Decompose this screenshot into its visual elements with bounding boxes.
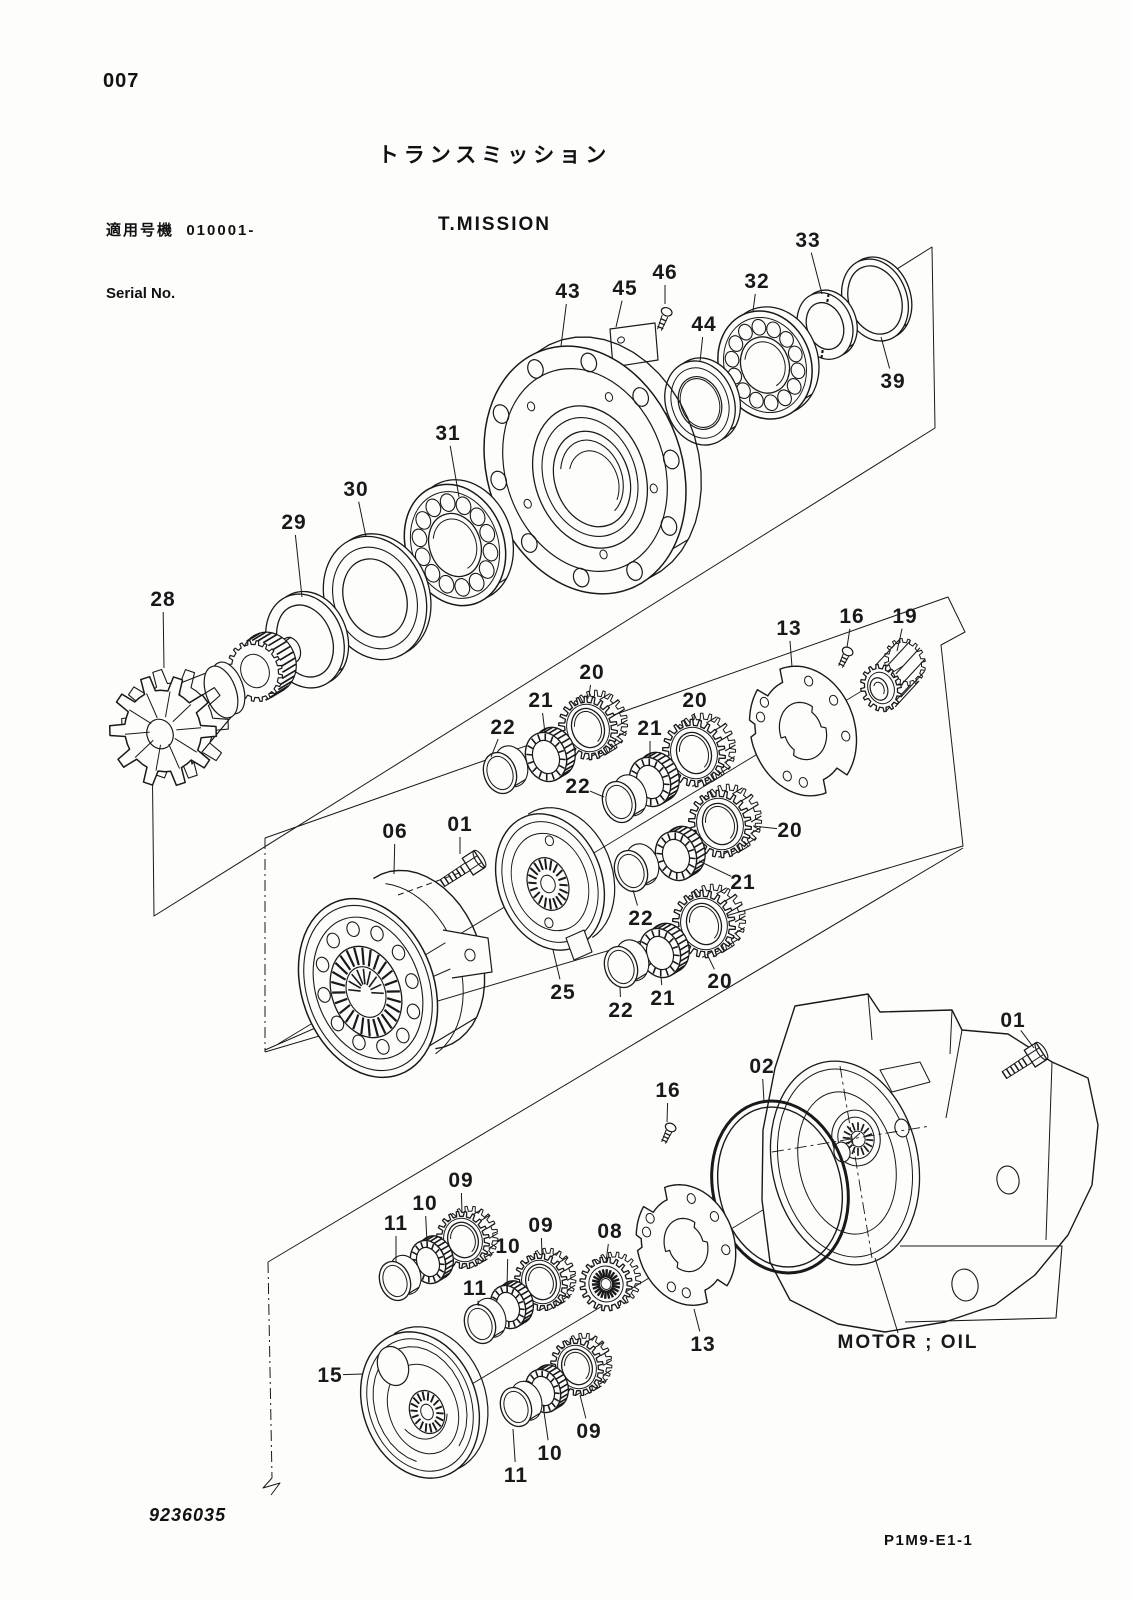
part-needle-21a bbox=[524, 726, 576, 783]
part-plate-13a bbox=[748, 665, 858, 797]
callout-20: 20 bbox=[682, 689, 707, 712]
motor-oil-label: MOTOR ; OIL bbox=[838, 1332, 979, 1353]
part-bushing-22a bbox=[482, 745, 529, 795]
callout-29: 29 bbox=[281, 511, 306, 534]
serial-applicable-label: 適用号機 010001- bbox=[106, 222, 256, 239]
callout-21: 21 bbox=[650, 987, 675, 1010]
callout-30: 30 bbox=[343, 478, 368, 501]
callout-22: 22 bbox=[490, 716, 515, 739]
part-coupling-06 bbox=[297, 869, 493, 1079]
part-bushing-11c bbox=[499, 1380, 543, 1428]
callout-32: 32 bbox=[744, 270, 769, 293]
callout-33: 33 bbox=[795, 229, 820, 252]
part-housing-43 bbox=[483, 336, 702, 595]
callout-22: 22 bbox=[565, 775, 590, 798]
serial-block: 適用号機 010001- Serial No. bbox=[106, 178, 255, 346]
part-gear-20c bbox=[687, 783, 763, 859]
part-bushing-22c bbox=[613, 843, 660, 893]
callout-13: 13 bbox=[776, 617, 801, 640]
callout-15: 15 bbox=[317, 1364, 342, 1387]
callout-20: 20 bbox=[707, 970, 732, 993]
callout-45: 45 bbox=[612, 277, 637, 300]
callout-22: 22 bbox=[628, 907, 653, 930]
callout-25: 25 bbox=[550, 981, 575, 1004]
part-bolt-46 bbox=[657, 306, 673, 331]
motor-oil-note: MOTOR ; OIL bbox=[838, 1257, 979, 1353]
part-bolt-01b bbox=[1001, 1041, 1049, 1080]
part-gear-20b bbox=[661, 712, 737, 788]
callout-20: 20 bbox=[777, 819, 802, 842]
part-bushing-22d bbox=[603, 939, 650, 989]
callouts: 28 29 30 31 43 45 46 44 32 33 39 06 01 22 21 20 21 20 22 25… bbox=[150, 229, 1035, 1487]
callout-39: 39 bbox=[880, 370, 905, 393]
part-needle-21d bbox=[638, 922, 690, 979]
callout-21: 21 bbox=[730, 871, 755, 894]
callout-11: 11 bbox=[384, 1212, 408, 1235]
page-title-english: T.MISSION bbox=[437, 214, 551, 235]
callout-21: 21 bbox=[528, 689, 553, 712]
callout-09: 09 bbox=[528, 1214, 553, 1237]
callout-09: 09 bbox=[448, 1169, 473, 1192]
callout-44: 44 bbox=[691, 313, 716, 336]
part-plate-13b bbox=[635, 1184, 737, 1306]
callout-09: 09 bbox=[576, 1420, 601, 1443]
callout-19: 19 bbox=[892, 605, 917, 628]
part-gear-08 bbox=[579, 1251, 642, 1312]
callout-08: 08 bbox=[597, 1220, 622, 1243]
callout-43: 43 bbox=[555, 280, 580, 303]
part-sun-gear-19 bbox=[860, 637, 926, 713]
callout-20: 20 bbox=[579, 661, 604, 684]
part-needle-10c bbox=[524, 1364, 570, 1414]
part-split-collar-33 bbox=[796, 289, 858, 360]
document-code: 9236035 bbox=[149, 1505, 227, 1525]
title-block: トランスミッション T.MISSION bbox=[342, 103, 647, 272]
part-bearing-31 bbox=[403, 479, 515, 607]
part-gear-20d bbox=[671, 883, 747, 959]
part-needle-21c bbox=[654, 825, 706, 882]
callout-01: 01 bbox=[447, 813, 472, 836]
callout-10: 10 bbox=[537, 1442, 562, 1465]
callout-16: 16 bbox=[655, 1079, 680, 1102]
page-number: 007 bbox=[103, 70, 140, 92]
callout-10: 10 bbox=[495, 1235, 520, 1258]
callout-28: 28 bbox=[150, 588, 175, 611]
part-plate-45 bbox=[609, 322, 659, 368]
part-retainer-39 bbox=[841, 256, 913, 342]
sheet-code: P1M9-E1-1 bbox=[884, 1532, 974, 1549]
callout-13: 13 bbox=[690, 1333, 715, 1356]
part-oil-motor bbox=[761, 993, 1099, 1333]
part-seal-44 bbox=[664, 357, 741, 446]
part-bushing-22b bbox=[601, 774, 648, 824]
callout-22: 22 bbox=[608, 999, 633, 1022]
callout-31: 31 bbox=[435, 422, 460, 445]
part-bolt-01a bbox=[439, 849, 487, 888]
callout-02: 02 bbox=[749, 1055, 774, 1078]
part-bushing-11b bbox=[463, 1297, 507, 1345]
callout-11: 11 bbox=[504, 1464, 528, 1487]
part-bearing-32 bbox=[717, 306, 820, 420]
callout-01: 01 bbox=[1000, 1009, 1025, 1032]
callout-10: 10 bbox=[412, 1192, 437, 1215]
serial-no-label: Serial No. bbox=[106, 285, 176, 302]
callout-16: 16 bbox=[839, 605, 864, 628]
callout-11: 11 bbox=[463, 1277, 487, 1300]
part-screw-16a bbox=[838, 646, 854, 668]
part-bushing-11a bbox=[378, 1254, 422, 1302]
part-carrier-25 bbox=[494, 807, 616, 961]
callout-21: 21 bbox=[637, 717, 662, 740]
part-carrier-15 bbox=[359, 1326, 489, 1479]
callout-06: 06 bbox=[382, 820, 407, 843]
page-title-japanese: トランスミッション bbox=[377, 144, 612, 167]
part-screw-16b bbox=[661, 1122, 677, 1144]
part-pinion-shaft-28 bbox=[108, 631, 302, 787]
callout-46: 46 bbox=[652, 261, 677, 284]
